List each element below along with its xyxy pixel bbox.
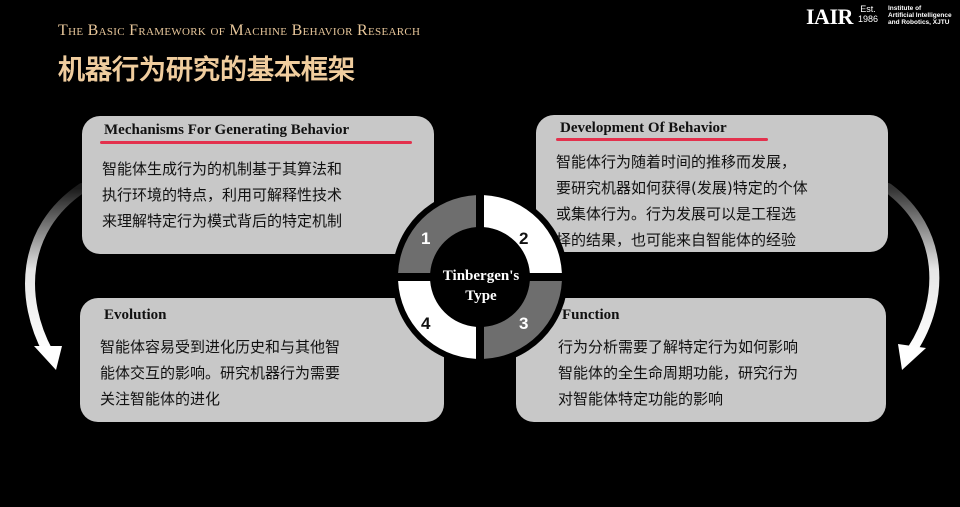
text-line: 来理解特定行为模式背后的特定机制 [102,212,343,230]
segment-number-4: 4 [421,314,431,333]
center-label-line2: Type [465,288,497,304]
logo-institute-line: and Robotics, XJTU [888,19,950,27]
function-heading: Function [562,307,620,323]
text-line: 要研究机器如何获得(发展)特定的个体 [556,179,808,197]
title-english: The Basic Framework of Machine Behavior … [58,22,421,39]
ring-segment-1 [398,195,477,274]
evolution-text: 智能体容易受到进化历史和与其他智 能体交互的影响。研究机器行为需要 关注智能体的… [100,334,340,412]
text-line: 对智能体特定功能的影响 [558,390,724,408]
development-heading: Development Of Behavior [560,120,727,136]
development-text: 智能体行为随着时间的推移而发展， 要研究机器如何获得(发展)特定的个体 或集体行… [556,149,808,253]
mechanisms-underline [100,141,412,144]
segment-number-3: 3 [519,314,529,333]
text-line: 关注智能体的进化 [100,390,221,408]
logo-est-label: Est. [860,4,876,14]
center-label: Tinbergen's Type [418,266,544,306]
mechanisms-heading: Mechanisms For Generating Behavior [104,122,350,138]
ring-segment-4 [398,280,477,359]
logo-institute-line: Institute of [888,5,922,12]
iair-logo: IAIR Est. 1986 Institute of Artificial I… [806,4,958,30]
segment-number-2: 2 [519,229,529,248]
ring-segment-3 [483,280,562,359]
text-line: 智能体行为随着时间的推移而发展， [556,153,797,171]
text-line: 智能体生成行为的机制基于其算法和 [102,160,343,178]
logo-institute: Institute of Artificial Intelligence and… [888,5,952,27]
left-curved-arrow [25,183,87,357]
text-line: 行为分析需要了解特定行为如何影响 [558,338,799,356]
text-line: 执行环境的特点，利用可解释性技术 [102,186,343,204]
logo-text: IAIR [806,4,853,29]
mechanisms-text: 智能体生成行为的机制基于其算法和 执行环境的特点，利用可解释性技术 来理解特定行… [102,156,342,234]
logo-institute-line: Artificial Intelligence [888,12,952,20]
mechanisms-box: Mechanisms For Generating Behavior 智能体生成… [82,116,434,254]
development-box: Development Of Behavior 智能体行为随着时间的推移而发展，… [536,115,888,252]
text-line: 能体交互的影响。研究机器行为需要 [100,364,341,382]
left-arrow-head [34,346,62,370]
text-line: 择的结果，也可能来自智能体的经验 [556,231,797,249]
right-arrow-head [898,344,926,370]
development-underline [556,138,768,141]
text-line: 智能体的全生命周期功能，研究行为 [558,364,799,382]
ring-center-circle [432,229,528,325]
function-box: Function 行为分析需要了解特定行为如何影响 智能体的全生命周期功能，研究… [516,298,886,422]
center-label-line1: Tinbergen's [442,268,520,284]
text-line: 智能体容易受到进化历史和与其他智 [100,338,341,356]
logo-est-year: 1986 [858,14,879,24]
ring-segment-2 [483,195,562,274]
logo-established: Est. 1986 [858,4,878,24]
segment-number-1: 1 [421,229,431,248]
function-text: 行为分析需要了解特定行为如何影响 智能体的全生命周期功能，研究行为 对智能体特定… [558,334,798,412]
right-curved-arrow [883,183,940,355]
title-chinese: 机器行为研究的基本框架 [58,55,355,86]
evolution-box: Evolution 智能体容易受到进化历史和与其他智 能体交互的影响。研究机器行… [80,298,444,422]
text-line: 或集体行为。行为发展可以是工程选 [556,205,797,223]
evolution-heading: Evolution [104,307,167,323]
